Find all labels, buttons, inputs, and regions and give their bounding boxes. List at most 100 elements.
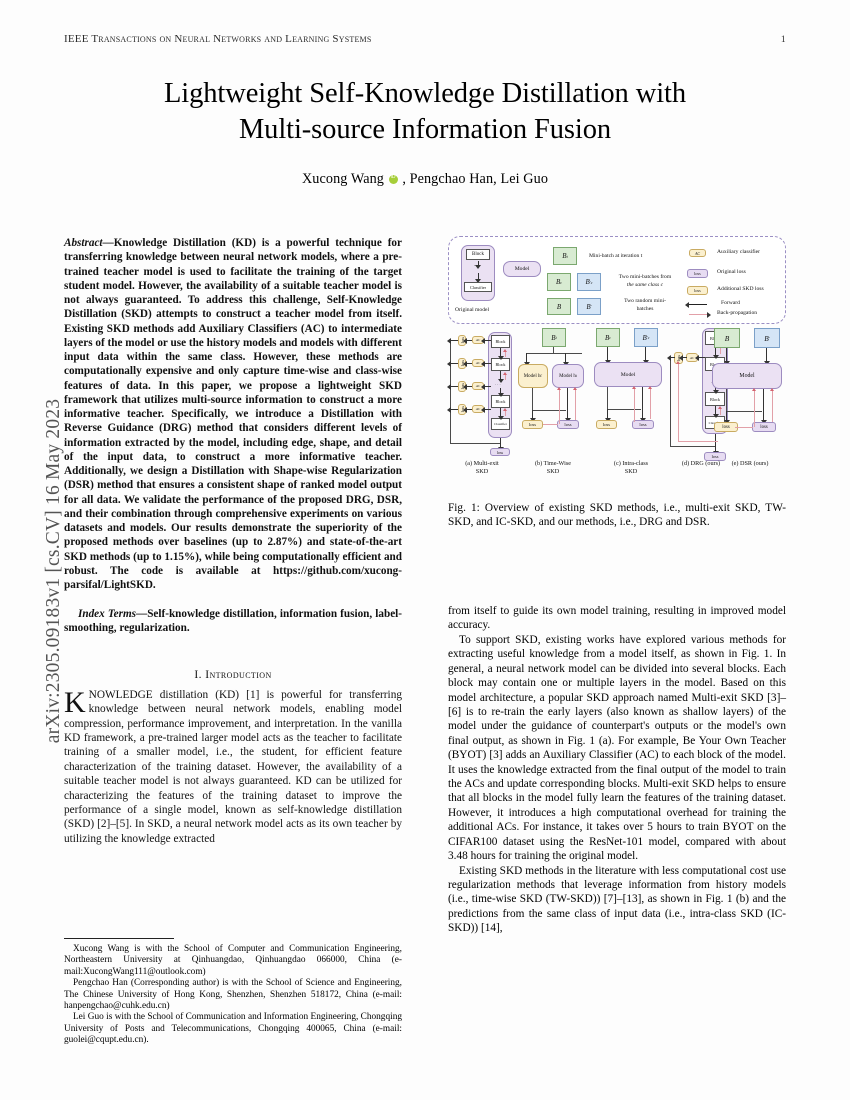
page-number: 1 bbox=[780, 35, 786, 45]
subfig-a-feedback-bottom bbox=[450, 443, 500, 445]
subfig-a-arrow-1 bbox=[496, 348, 506, 361]
legend-batch-b-prime: B′ bbox=[577, 296, 603, 315]
legend-backprop-arrow bbox=[689, 310, 711, 320]
subfig-a-feedback-arrow-2 bbox=[447, 359, 458, 369]
right-paragraph-3: Existing SKD methods in the literature w… bbox=[448, 864, 786, 935]
section-heading-introduction: I. Introduction bbox=[194, 667, 272, 681]
subfig-b-arrow-l bbox=[522, 353, 532, 367]
right-paragraph-2: To support SKD, existing works have expl… bbox=[448, 633, 786, 863]
subfig-a-dots: . . . bbox=[495, 381, 501, 386]
legend-minibatch-text: Mini-batch at iteration t bbox=[589, 253, 643, 259]
legend-forward-arrow bbox=[685, 300, 707, 310]
subfig-b-arrow-loss-l bbox=[528, 410, 538, 423]
subfig-e-down-l bbox=[726, 389, 728, 411]
subfigure-b-caption: (b) Time-Wise SKD bbox=[518, 460, 588, 476]
right-paragraph-1: from itself to guide its own model train… bbox=[448, 605, 786, 632]
legend-block-node: Block bbox=[466, 249, 490, 260]
title-block: Lightweight Self-Knowledge Distillation … bbox=[64, 76, 786, 188]
legend-skd-loss-text: Additional SKD loss bbox=[717, 286, 764, 292]
subfig-d-pink-bottom bbox=[678, 441, 718, 442]
footnotes: Xucong Wang is with the School of Comput… bbox=[64, 944, 402, 1046]
title-line-1: Lightweight Self-Knowledge Distillation … bbox=[164, 78, 686, 109]
legend-batch-c-label: B bbox=[555, 278, 561, 286]
index-terms-lead: Index Terms bbox=[78, 608, 137, 621]
subfig-a-loss-final: loss bbox=[490, 448, 510, 456]
subfig-b-loss-orig: loss bbox=[557, 420, 579, 429]
subfig-b-arrow-loss-r bbox=[563, 388, 573, 423]
footnote-author-2: Pengchao Han (Corresponding author) is w… bbox=[64, 978, 402, 1011]
legend-batch-c-prime-sub: c bbox=[590, 279, 593, 285]
drop-cap: K bbox=[64, 685, 86, 719]
subfig-a-feedback-spine bbox=[450, 340, 452, 444]
subfig-e-pink-v1 bbox=[752, 387, 756, 427]
author-1: Xucong Wang bbox=[301, 170, 384, 187]
legend-two-random-line2: batches bbox=[636, 305, 654, 312]
legend-arrow-2 bbox=[474, 273, 483, 284]
subfig-d-loss-final: loss bbox=[704, 452, 726, 461]
subfig-a-arrow-3 bbox=[496, 388, 506, 398]
subfig-a-feedback-arrow-4 bbox=[447, 405, 458, 415]
subfig-a-h-6 bbox=[481, 359, 491, 369]
subfig-c-cap-l1: (c) Intra-class bbox=[613, 460, 649, 467]
subfig-c-arrow-r bbox=[641, 347, 651, 365]
subfig-e-arrow-l bbox=[722, 348, 732, 366]
legend-skd-loss-chip: loss bbox=[687, 286, 708, 295]
arxiv-stamp: arXiv:2305.09183v1 [cs.CV] 16 May 2023 bbox=[43, 398, 64, 744]
legend-same-class-line2: the same class c bbox=[626, 281, 664, 288]
subfig-b-arrow-r bbox=[561, 353, 571, 367]
legend-original-model-label: Original model bbox=[455, 307, 490, 313]
subfig-a-arrow-out bbox=[496, 438, 506, 452]
subfig-c-batch-c-prime: B′c bbox=[634, 328, 658, 347]
subfig-a-h-8 bbox=[481, 405, 491, 415]
abstract-paragraph: Abstract—Knowledge Distillation (KD) is … bbox=[64, 236, 402, 592]
right-column: from itself to guide its own model train… bbox=[448, 604, 786, 936]
running-head: IEEE Transactions on Neural Networks and… bbox=[64, 33, 786, 45]
subfig-e-loss-orig: loss bbox=[752, 422, 776, 432]
legend-model-node: Model bbox=[503, 261, 541, 277]
subfig-c-model: Model bbox=[594, 362, 662, 387]
subfig-c-loss-skd: loss bbox=[596, 420, 617, 429]
legend-batch-c-prime-label: B bbox=[585, 278, 590, 286]
title-line-2: Multi-source Information Fusion bbox=[238, 114, 612, 146]
subfig-d-h-1 bbox=[695, 353, 705, 363]
subfig-c-arrow-loss-l bbox=[603, 409, 613, 423]
subfig-a-block-1: Block bbox=[491, 335, 510, 348]
subfig-c-arrow-l bbox=[603, 347, 613, 365]
subfig-a-pink-2 bbox=[503, 371, 507, 380]
legend-batch-t-sup: t bbox=[566, 253, 568, 259]
page-title: Lightweight Self-Knowledge Distillation … bbox=[64, 76, 786, 149]
subfig-c-loss-orig: loss bbox=[632, 420, 654, 429]
figure-caption: Fig. 1: Overview of existing SKD methods… bbox=[448, 502, 786, 529]
legend-batch-t-label: B bbox=[562, 252, 567, 260]
subfig-e-pink-v2 bbox=[770, 387, 774, 422]
subfig-a-feedback-arrow-3 bbox=[447, 382, 458, 392]
subfig-d-feedback-bottom bbox=[670, 446, 715, 448]
index-terms-text: Self-knowledge distillation, information… bbox=[64, 608, 402, 635]
subfig-c-cross bbox=[607, 409, 641, 411]
subfig-a-pink-3 bbox=[503, 407, 507, 416]
figure-canvas: Block ... Classifier Original model Mode… bbox=[447, 236, 786, 494]
abstract-text: Knowledge Distillation (KD) is a powerfu… bbox=[64, 237, 402, 591]
footnote-divider bbox=[64, 938, 174, 939]
subfig-e-cap-l1: (e) DSR (ours) bbox=[731, 460, 769, 467]
subfig-b-pink-v1 bbox=[557, 386, 561, 424]
subfig-a-cap-l1: (a) Multi-exit bbox=[465, 460, 499, 467]
legend-batch-c-prime: B′c bbox=[577, 271, 603, 291]
subfigure-a-caption: (a) Multi-exit SKD bbox=[448, 460, 516, 476]
subfig-d-arrow-4 bbox=[711, 406, 721, 419]
legend-original-loss-chip: loss bbox=[687, 269, 708, 278]
abstract-dash: — bbox=[102, 237, 114, 249]
left-column: Abstract—Knowledge Distillation (KD) is … bbox=[64, 236, 402, 846]
orcid-icon[interactable] bbox=[388, 174, 398, 185]
subfig-b-pink-v2 bbox=[573, 386, 577, 420]
subfig-a-pink-1 bbox=[503, 348, 507, 357]
subfig-a-arrow-4 bbox=[496, 408, 506, 421]
subfig-a-h-7 bbox=[481, 382, 491, 392]
subfig-d-cap-l1: (d) DRG (ours) bbox=[681, 460, 721, 467]
